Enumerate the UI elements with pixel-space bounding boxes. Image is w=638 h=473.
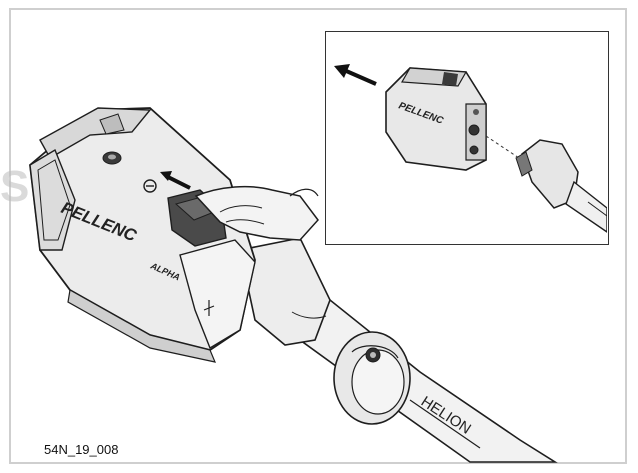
unlock-icon: [143, 179, 157, 193]
inset-illustration: PELLENC: [334, 64, 608, 234]
detail-inset: PELLENC: [325, 31, 609, 245]
arrow-left-icon: [160, 171, 191, 190]
battery-pack: PELLENC: [385, 67, 487, 171]
figure-code: 54N_19_008: [44, 442, 119, 457]
shaft: [283, 299, 558, 463]
connector-line: [485, 135, 523, 161]
cable-plug: [515, 139, 608, 234]
grip-ring: [333, 331, 411, 425]
tool-body: [29, 107, 256, 363]
hand-illustration: [194, 185, 319, 241]
arrow-left-icon: [334, 64, 377, 86]
